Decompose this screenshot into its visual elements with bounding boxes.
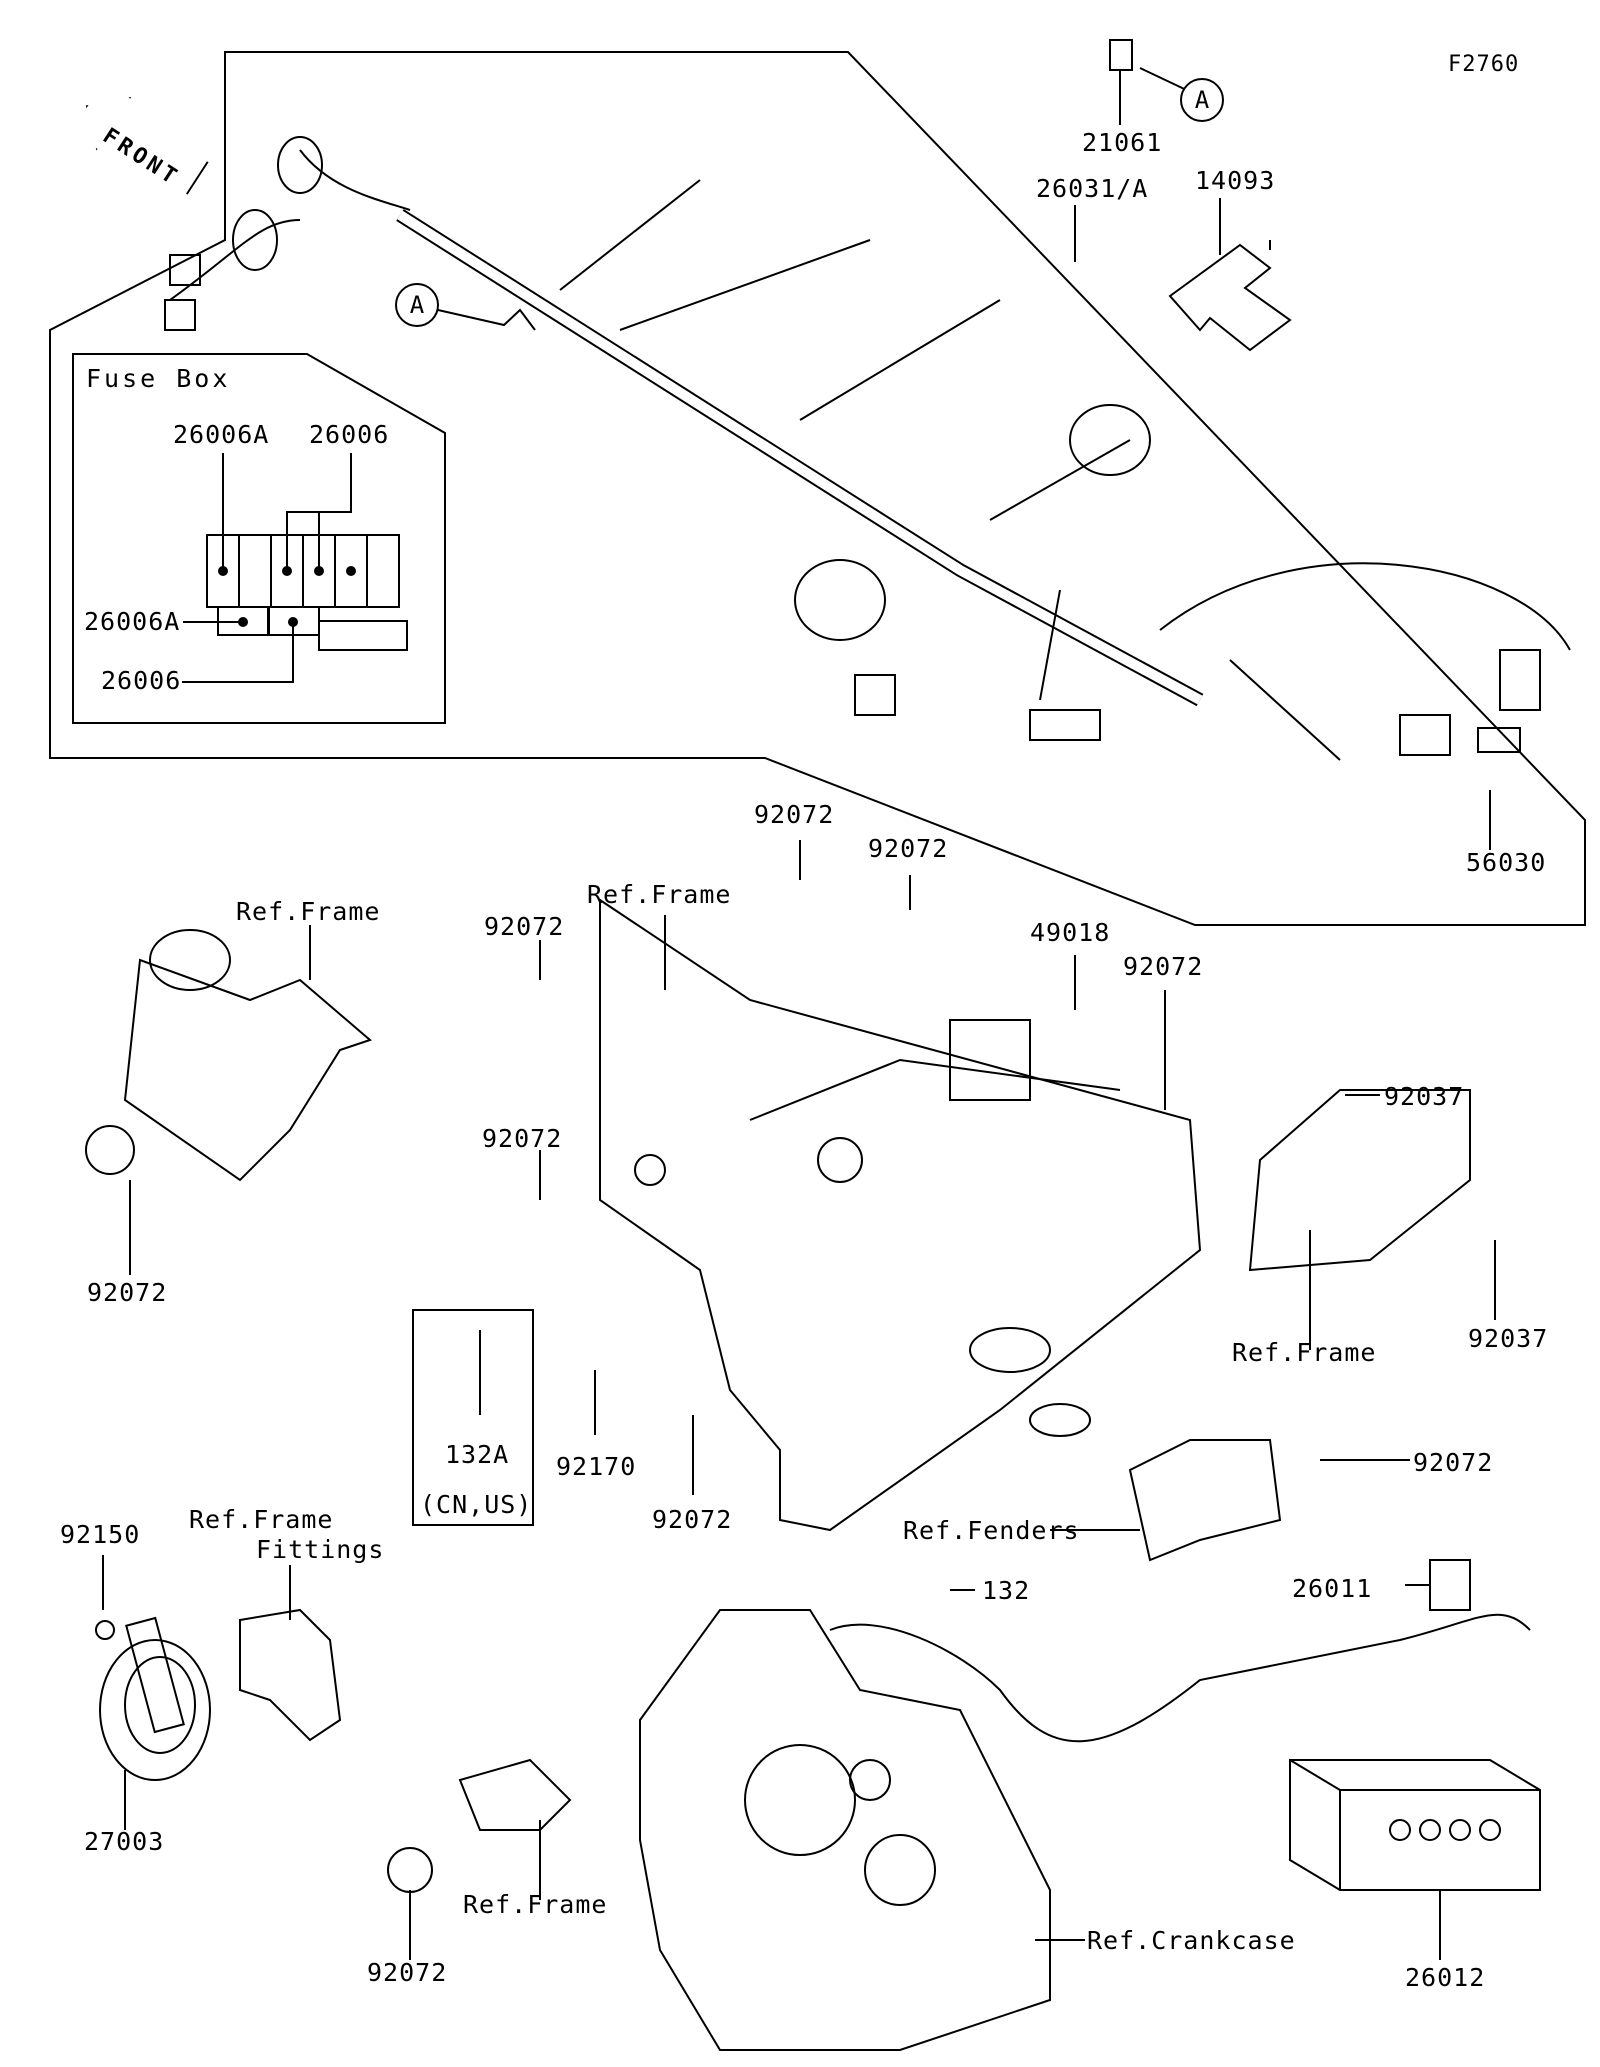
main-wire-harness xyxy=(164,136,1571,761)
frame-bottom xyxy=(458,1758,572,1831)
part-92072-fender: 92072 xyxy=(1413,1448,1494,1477)
fuse-26011 xyxy=(1429,1559,1471,1611)
part-21061: 21061 xyxy=(1082,128,1163,157)
part-14093: 14093 xyxy=(1195,166,1276,195)
part-26012: 26012 xyxy=(1405,1963,1486,1992)
crankcase xyxy=(639,1609,1051,2051)
ref-frame-fittings-2: Fittings xyxy=(256,1535,385,1564)
ref-circle-a-top: A xyxy=(1180,78,1224,122)
part-92037-b: 92037 xyxy=(1468,1324,1549,1353)
fuse-box-title: Fuse Box xyxy=(86,364,231,393)
frame-left xyxy=(85,929,372,1182)
part-26011: 26011 xyxy=(1292,1574,1373,1603)
fuse-box-panel xyxy=(72,353,446,724)
part-132A-note: (CN,US) xyxy=(420,1490,533,1519)
part-92072-top-b: 92072 xyxy=(868,834,949,863)
battery-26012 xyxy=(1289,1759,1541,1891)
plate-14093 xyxy=(1168,243,1292,352)
leader-lines xyxy=(102,240,1496,1960)
fuse-label-26006-bottom: 26006 xyxy=(101,666,182,695)
fuse-label-26006A-top: 26006A xyxy=(173,420,270,449)
ref-frame-center: Ref.Frame xyxy=(587,880,732,909)
part-92170: 92170 xyxy=(556,1452,637,1481)
part-26031A: 26031/A xyxy=(1036,174,1149,203)
ref-circle-a-harness: A xyxy=(395,283,439,327)
frame-center xyxy=(599,898,1202,1532)
ref-frame-left: Ref.Frame xyxy=(236,897,381,926)
figure-id: F2760 xyxy=(1448,52,1520,77)
part-27003: 27003 xyxy=(84,1827,165,1856)
connector-21061 xyxy=(1109,39,1133,71)
part-132: 132 xyxy=(982,1576,1031,1605)
part-92072-bottom: 92072 xyxy=(367,1958,448,1987)
part-92072-mid-b: 92072 xyxy=(482,1124,563,1153)
part-49018: 49018 xyxy=(1030,918,1111,947)
part-92072-center-bottom: 92072 xyxy=(652,1505,733,1534)
part-92072-mid-a: 92072 xyxy=(484,912,565,941)
harness-group-outline xyxy=(49,51,1586,926)
fuse-block xyxy=(182,453,408,683)
part-92037-a: 92037 xyxy=(1384,1082,1465,1111)
ref-frame-right: Ref.Frame xyxy=(1232,1338,1377,1367)
battery-cable xyxy=(829,1613,1531,1743)
ref-frame-bottom: Ref.Frame xyxy=(463,1890,608,1919)
part-56030: 56030 xyxy=(1466,848,1547,877)
ref-crankcase: Ref.Crankcase xyxy=(1087,1926,1296,1955)
part-92072-right: 92072 xyxy=(1123,952,1204,981)
part-92072-left: 92072 xyxy=(87,1278,168,1307)
fuse-label-26006-top: 26006 xyxy=(309,420,390,449)
ref-fenders: Ref.Fenders xyxy=(903,1516,1080,1545)
ref-frame-fittings-1: Ref.Frame xyxy=(189,1505,334,1534)
fuse-label-26006A-left: 26006A xyxy=(84,607,181,636)
horn-27003 xyxy=(95,1616,211,1781)
fenders xyxy=(1128,1439,1282,1562)
frame-right xyxy=(1248,1089,1471,1272)
part-92072-top-a: 92072 xyxy=(754,800,835,829)
part-132A: 132A xyxy=(445,1440,510,1469)
part-92150: 92150 xyxy=(60,1520,141,1549)
horn-bracket xyxy=(239,1608,342,1742)
